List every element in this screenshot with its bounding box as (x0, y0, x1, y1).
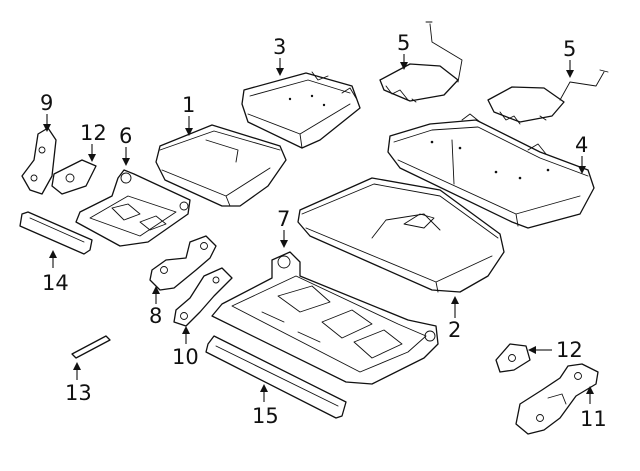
part-14-trim-panel-left (19, 211, 93, 255)
part-12-bracket-left (51, 159, 97, 195)
callout-6: 6 (119, 124, 132, 166)
part-8-support-bracket (149, 235, 217, 291)
svg-text:14: 14 (42, 271, 69, 295)
svg-text:11: 11 (580, 407, 607, 431)
svg-text:12: 12 (80, 121, 107, 145)
svg-text:12: 12 (556, 338, 583, 362)
part-1-seat-cushion-left (155, 124, 287, 207)
part-2-seat-cushion-right (297, 177, 505, 293)
part-7-seat-frame-right (211, 251, 439, 385)
svg-text:5: 5 (397, 31, 410, 55)
callout-13: 13 (65, 362, 92, 405)
callout-2: 2 (448, 296, 461, 342)
svg-text:8: 8 (149, 304, 162, 328)
part-4-seat-back-cushion-right (387, 113, 595, 229)
callout-5b: 5 (563, 37, 576, 78)
svg-text:6: 6 (119, 124, 132, 148)
svg-text:13: 13 (65, 381, 92, 405)
svg-text:5: 5 (563, 37, 576, 61)
callout-14: 14 (42, 250, 69, 295)
svg-text:7: 7 (277, 207, 290, 231)
callout-1: 1 (182, 93, 195, 136)
callout-8: 8 (149, 286, 162, 328)
part-5-seat-heater-pad-b (487, 69, 609, 125)
part-13-rod (71, 335, 111, 359)
part-12-bracket-right (495, 343, 531, 373)
part-10-support-bracket (173, 267, 233, 327)
part-15-trim-panel-lower (205, 335, 347, 419)
callout-4: 4 (575, 133, 588, 174)
callout-12b: 12 (528, 338, 583, 362)
callout-12a: 12 (80, 121, 107, 162)
callout-7: 7 (277, 207, 290, 248)
part-11-hinge-bracket (515, 363, 599, 435)
callout-11: 11 (580, 386, 607, 431)
svg-text:1: 1 (182, 93, 195, 117)
svg-text:10: 10 (172, 345, 199, 369)
part-3-seat-back-cushion-left (241, 71, 361, 149)
callout-9: 9 (40, 91, 53, 132)
callout-15: 15 (252, 384, 279, 428)
part-6-seat-frame-left (75, 169, 191, 247)
part-9-hinge-bracket (21, 127, 57, 195)
svg-text:15: 15 (252, 404, 279, 428)
callout-10: 10 (172, 326, 199, 369)
callout-5a: 5 (397, 31, 410, 70)
svg-text:4: 4 (575, 133, 588, 157)
svg-text:2: 2 (448, 318, 461, 342)
callout-3: 3 (273, 35, 286, 76)
part-5-seat-heater-pad-a (379, 21, 463, 103)
svg-text:3: 3 (273, 35, 286, 59)
svg-text:9: 9 (40, 91, 53, 115)
